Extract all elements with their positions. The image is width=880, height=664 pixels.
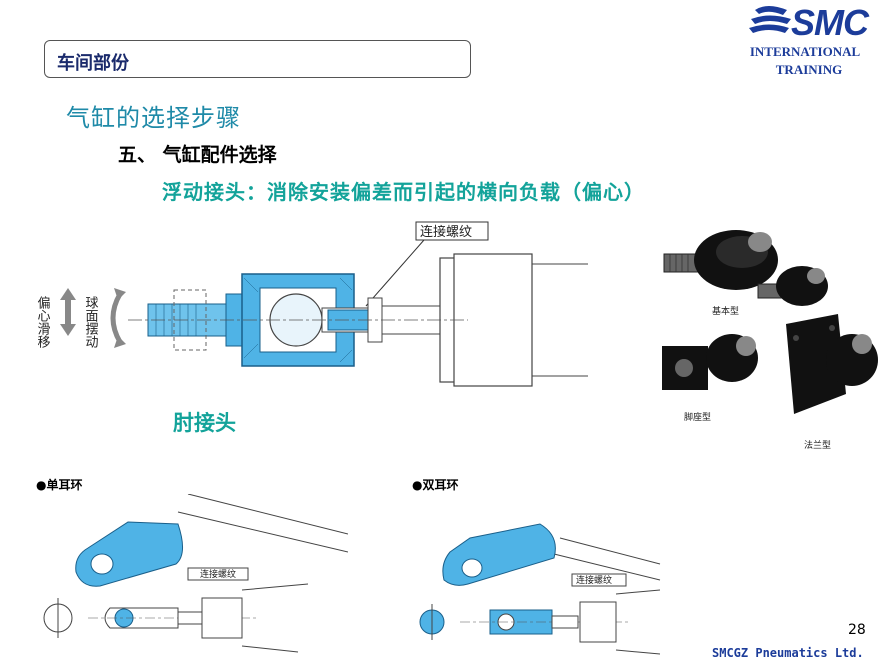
swing-arrow-icon xyxy=(110,292,123,344)
footer-company: SMCGZ Pneumatics Ltd. xyxy=(712,646,864,660)
spherical-swing-label: 球面摆动 xyxy=(83,296,99,349)
logo-text: SMC xyxy=(791,2,869,43)
basic-type-large-image xyxy=(663,230,778,290)
step-heading: 五、 气缸配件选择 xyxy=(118,144,277,166)
elbow-joint-heading: 肘接头 xyxy=(173,410,236,435)
flange-type-label: 法兰型 xyxy=(804,439,831,451)
eccentric-slide-label: 偏心滑移 xyxy=(35,296,51,348)
smc-logo: SMC INTERNATIONAL TRAINING xyxy=(735,2,875,80)
foot-type-label: 脚座型 xyxy=(684,411,711,423)
svg-text:偏心滑移: 偏心滑移 xyxy=(35,296,51,348)
thread-label: 连接螺纹 xyxy=(420,224,472,240)
double-clevis-diagram: 连接螺纹 xyxy=(419,523,661,655)
double-thread-label: 连接螺纹 xyxy=(576,574,612,586)
floating-joint-diagram: 连接螺纹 偏心滑移 球面摆动 xyxy=(35,221,588,387)
page-number: 28 xyxy=(848,622,866,638)
flange-type-image xyxy=(786,314,878,414)
section-label: 车间部份 xyxy=(57,53,129,74)
smc-logo-icon xyxy=(749,6,791,33)
section-header-box: 车间部份 xyxy=(44,40,471,78)
logo-training: TRAINING xyxy=(775,62,843,77)
product-photos: 基本型 脚座型 法兰型 xyxy=(662,230,878,451)
single-clevis-label: ●单耳环 xyxy=(36,478,83,492)
double-clevis-label: ●双耳环 xyxy=(412,478,459,492)
slide-arrow-icon xyxy=(60,288,76,336)
single-clevis-diagram: 连接螺纹 xyxy=(43,494,348,653)
floating-joint-heading: 浮动接头：消除安装偏差而引起的横向负载（偏心） xyxy=(162,180,645,204)
basic-type-small-image xyxy=(757,266,828,306)
svg-text:球面摆动: 球面摆动 xyxy=(83,296,99,349)
basic-type-label: 基本型 xyxy=(712,305,739,317)
page-title: 气缸的选择步骤 xyxy=(66,104,241,132)
single-thread-label: 连接螺纹 xyxy=(200,568,236,580)
foot-type-image xyxy=(662,334,758,390)
logo-international: INTERNATIONAL xyxy=(749,44,861,59)
